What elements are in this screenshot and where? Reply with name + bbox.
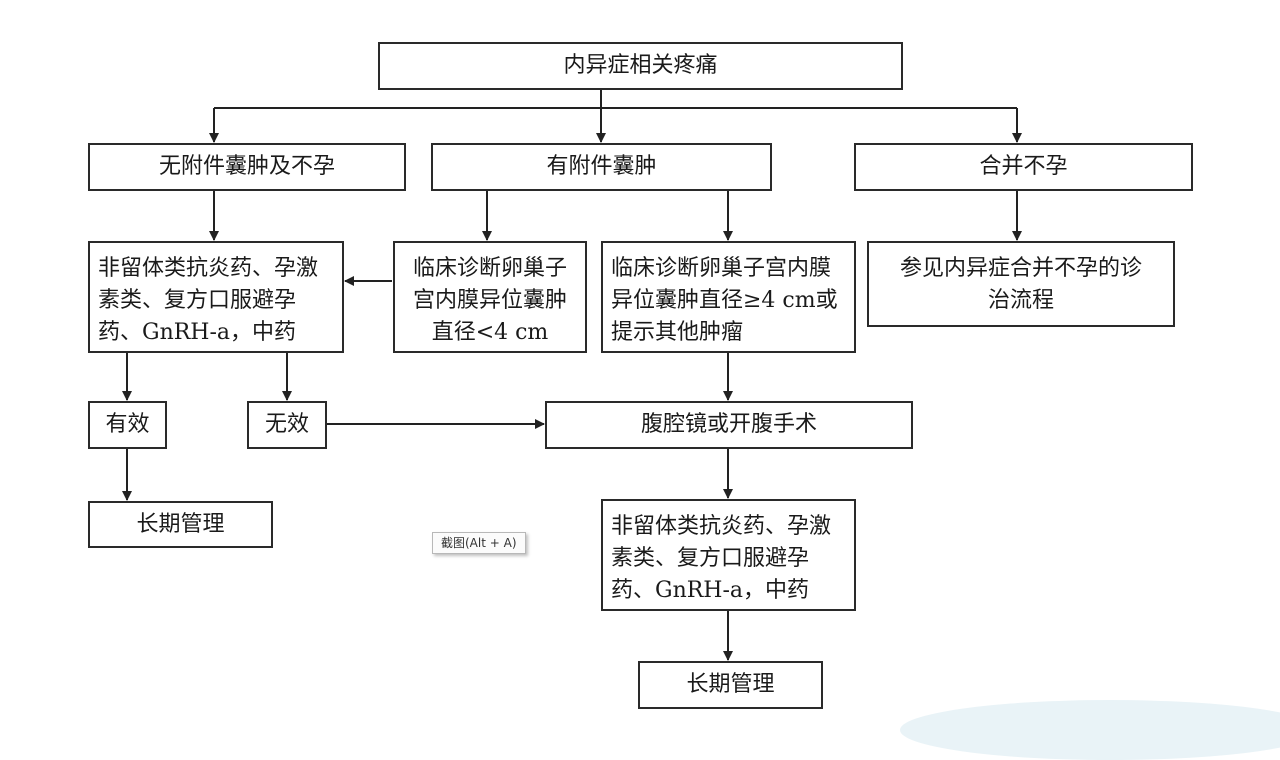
screenshot-tooltip: 截图(Alt + A) [432, 532, 526, 554]
node-with-cyst: 有附件囊肿 [431, 143, 772, 191]
node-effective: 有效 [88, 401, 167, 449]
node-infertility: 合并不孕 [854, 143, 1193, 191]
background-decoration [900, 700, 1280, 760]
node-no-cyst-infertility: 无附件囊肿及不孕 [88, 143, 406, 191]
node-surgery: 腹腔镜或开腹手术 [545, 401, 913, 449]
node-infertility-reference: 参见内异症合并不孕的诊治流程 [867, 241, 1175, 327]
node-ineffective: 无效 [247, 401, 327, 449]
node-medication-left: 非留体类抗炎药、孕激素类、复方口服避孕药、GnRH-a，中药 [88, 241, 344, 353]
node-title: 内异症相关疼痛 [378, 42, 903, 90]
node-long-term-bottom: 长期管理 [638, 661, 823, 709]
node-cyst-large: 临床诊断卵巢子宫内膜异位囊肿直径≥4 cm或提示其他肿瘤 [601, 241, 856, 353]
node-long-term-left: 长期管理 [88, 501, 273, 548]
flowchart: 内异症相关疼痛 无附件囊肿及不孕 有附件囊肿 合并不孕 非留体类抗炎药、孕激素类… [88, 42, 1280, 760]
node-medication-bottom: 非留体类抗炎药、孕激素类、复方口服避孕药、GnRH-a，中药 [601, 499, 856, 611]
node-cyst-small: 临床诊断卵巢子宫内膜异位囊肿直径<4 cm [393, 241, 587, 353]
connector-layer [122, 90, 1022, 661]
